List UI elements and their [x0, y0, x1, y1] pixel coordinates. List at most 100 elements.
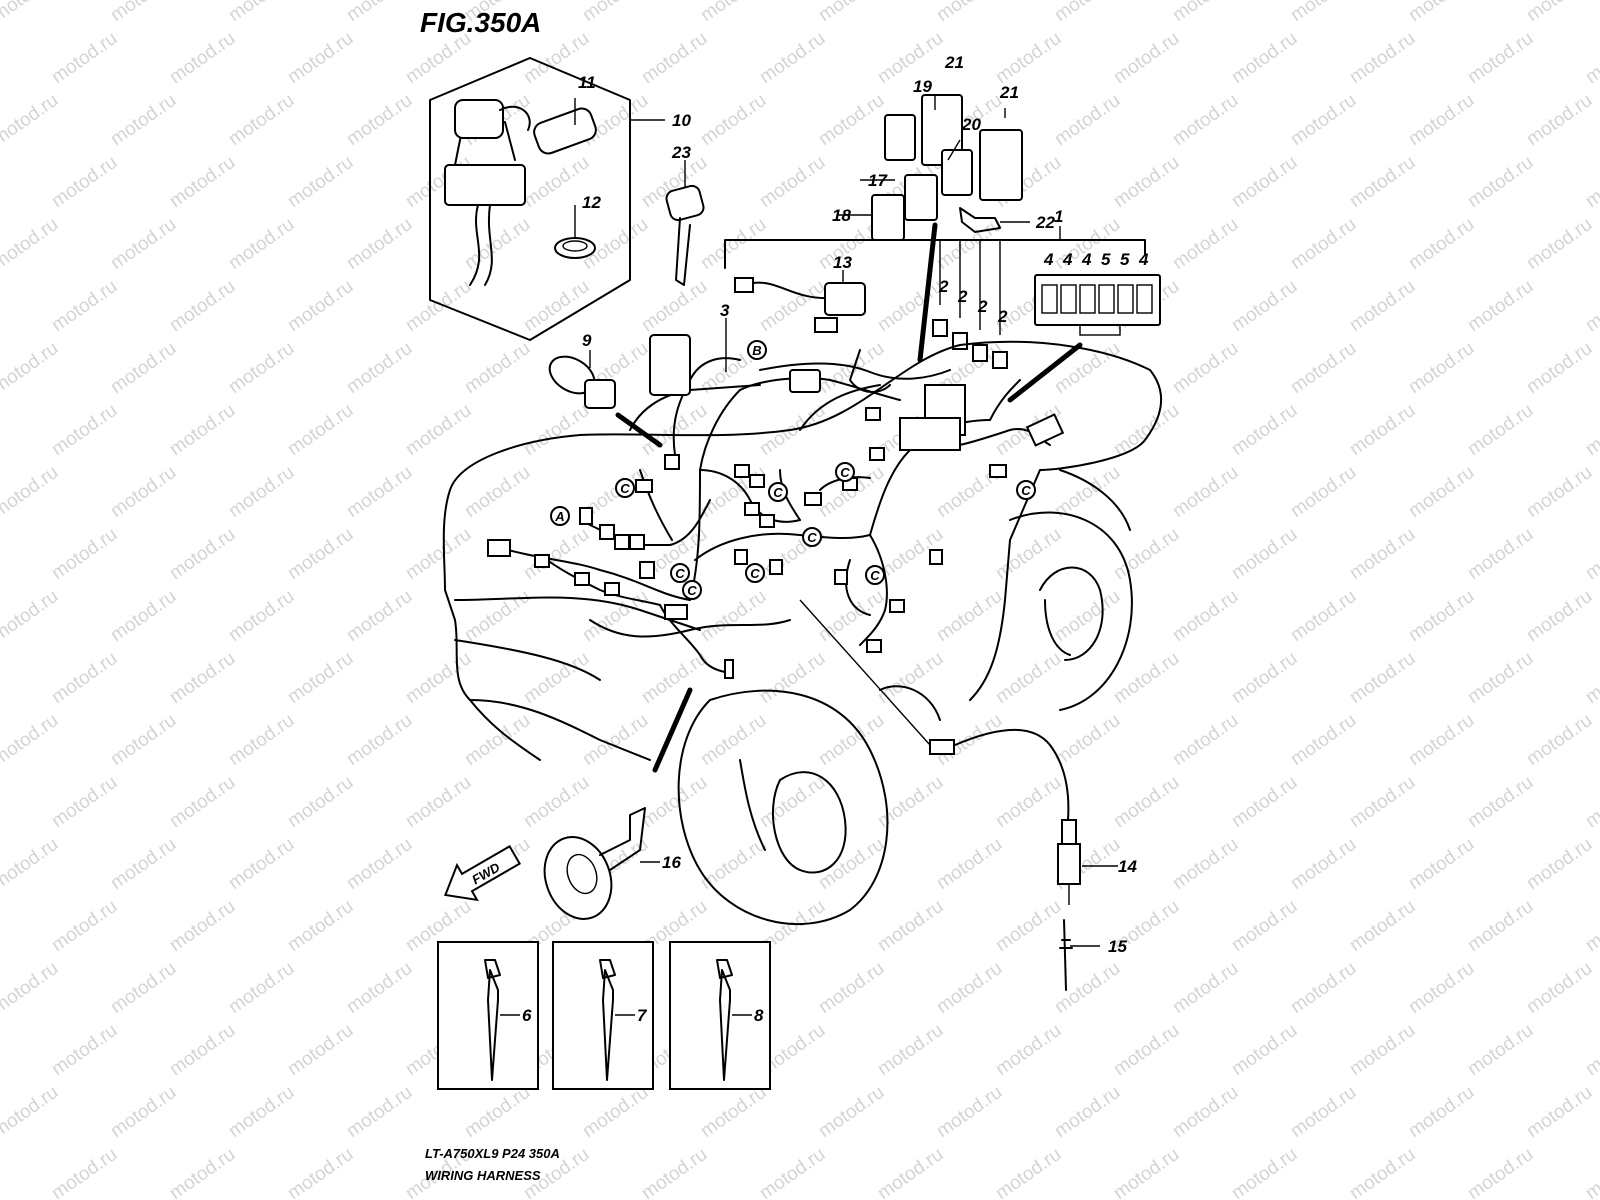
part-12-label: 12	[582, 193, 601, 212]
watermark-text: motod.ru	[343, 214, 416, 274]
watermark-text: motod.ru	[1405, 214, 1478, 274]
watermark-text: motod.ru	[756, 648, 829, 708]
watermark-text: motod.ru	[48, 524, 121, 584]
part-19-label: 19	[913, 77, 932, 96]
watermark-text: motod.ru	[933, 586, 1006, 646]
watermark-text: motod.ru	[0, 710, 62, 770]
callout-letter-c: C	[840, 465, 850, 480]
harness-bracket	[724, 222, 1146, 363]
watermark-text: motod.ru	[1405, 710, 1478, 770]
watermark-text: motod.ru	[284, 772, 357, 832]
model-code: LT-A750XL9 P24 350A	[425, 1146, 560, 1161]
part-1-label: 1	[1054, 207, 1063, 226]
leader-harness-sensor	[799, 599, 931, 746]
callout-circle-c	[768, 482, 788, 502]
watermark-text: motod.ru	[225, 214, 298, 274]
callout-letter-c: C	[1021, 483, 1031, 498]
watermark-text: motod.ru	[1228, 1144, 1301, 1200]
callout-circle-b	[747, 340, 767, 360]
watermark-text: motod.ru	[1464, 276, 1537, 336]
watermark-text: motod.ru	[0, 28, 3, 88]
watermark-text: motod.ru	[1523, 1082, 1596, 1142]
watermark-text: motod.ru	[520, 276, 593, 336]
fuse-box-label: 4	[1081, 250, 1092, 269]
watermark-text: motod.ru	[815, 710, 888, 770]
watermark-text: motod.ru	[107, 90, 180, 150]
watermark-text: motod.ru	[638, 1144, 711, 1200]
watermark-text: motod.ru	[520, 400, 593, 460]
watermark-text: motod.ru	[343, 90, 416, 150]
harness-connectors	[487, 334, 1065, 755]
part-22-label: 22	[1035, 213, 1055, 232]
watermark-text: motod.ru	[284, 1144, 357, 1200]
watermark-text: motod.ru	[1110, 1144, 1183, 1200]
watermark-text: motod.ru	[874, 28, 947, 88]
watermark-text: motod.ru	[1582, 1144, 1600, 1200]
callout-letter-c: C	[750, 566, 760, 581]
watermark-text: motod.ru	[0, 958, 62, 1018]
watermark-text: motod.ru	[1287, 586, 1360, 646]
watermark-text: motod.ru	[48, 152, 121, 212]
watermark-text: motod.ru	[815, 586, 888, 646]
watermark-text: motod.ru	[933, 958, 1006, 1018]
watermark-text: motod.ru	[1169, 0, 1242, 26]
watermark-text: motod.ru	[1405, 90, 1478, 150]
watermark-text: motod.ru	[48, 28, 121, 88]
watermark-text: motod.ru	[48, 1020, 121, 1080]
part-7-label: 7	[637, 1006, 648, 1025]
callout-circle-c	[745, 563, 765, 583]
watermark-text: motod.ru	[520, 648, 593, 708]
watermark-text: motod.ru	[1523, 958, 1596, 1018]
watermark-text: motod.ru	[48, 276, 121, 336]
watermark-text: motod.ru	[402, 276, 475, 336]
watermark-text: motod.ru	[48, 896, 121, 956]
watermark-text: motod.ru	[1346, 1144, 1419, 1200]
watermark-text: motod.ru	[1582, 276, 1600, 336]
watermark-text: motod.ru	[1464, 400, 1537, 460]
watermark-text: motod.ru	[638, 276, 711, 336]
watermark-text: motod.ru	[1464, 896, 1537, 956]
watermark-text: motod.ru	[1169, 958, 1242, 1018]
watermark-text: motod.ru	[0, 896, 3, 956]
watermark-text: motod.ru	[1523, 338, 1596, 398]
part-2b-label: 2	[957, 287, 968, 306]
part-6-label: 6	[522, 1006, 532, 1025]
diagram-caption: WIRING HARNESS	[425, 1168, 541, 1183]
watermark-text: motod.ru	[1464, 648, 1537, 708]
watermark-text: motod.ru	[756, 1144, 829, 1200]
clamp-box-c	[669, 941, 771, 1090]
watermark-text: motod.ru	[107, 1082, 180, 1142]
fuse-box	[1007, 274, 1161, 403]
watermark-text: motod.ru	[756, 28, 829, 88]
watermark-text: motod.ru	[0, 1082, 62, 1142]
watermark-text: motod.ru	[992, 1144, 1065, 1200]
callout-circle-c	[835, 462, 855, 482]
watermark-text: motod.ru	[1405, 0, 1478, 26]
watermark-text: motod.ru	[48, 648, 121, 708]
watermark-text: motod.ru	[461, 710, 534, 770]
watermark-text: motod.ru	[1228, 28, 1301, 88]
watermark-text: motod.ru	[1346, 772, 1419, 832]
watermark-text: motod.ru	[0, 772, 3, 832]
watermark-text: motod.ru	[933, 834, 1006, 894]
watermark-text: motod.ru	[697, 0, 770, 26]
watermark-text: motod.ru	[756, 152, 829, 212]
callout-letter-a: A	[554, 509, 564, 524]
watermark-text: motod.ru	[1523, 0, 1596, 26]
watermark-text: motod.ru	[1110, 772, 1183, 832]
clamp-box-a	[437, 941, 539, 1090]
callout-letter-c: C	[675, 566, 685, 581]
watermark-text: motod.ru	[1051, 1082, 1124, 1142]
watermark-text: motod.ru	[992, 28, 1065, 88]
watermark-text: motod.ru	[0, 1020, 3, 1080]
watermark-text: motod.ru	[48, 1144, 121, 1200]
watermark-text: motod.ru	[461, 338, 534, 398]
fuse-box-label: 4	[1138, 250, 1149, 269]
watermark-text: motod.ru	[166, 276, 239, 336]
watermark-text: motod.ru	[874, 1144, 947, 1200]
watermark-text: motod.ru	[1169, 214, 1242, 274]
callout-circle-c	[615, 478, 635, 498]
watermark-text: motod.ru	[225, 90, 298, 150]
part-17-label: 17	[868, 171, 888, 190]
watermark-text: motod.ru	[107, 462, 180, 522]
